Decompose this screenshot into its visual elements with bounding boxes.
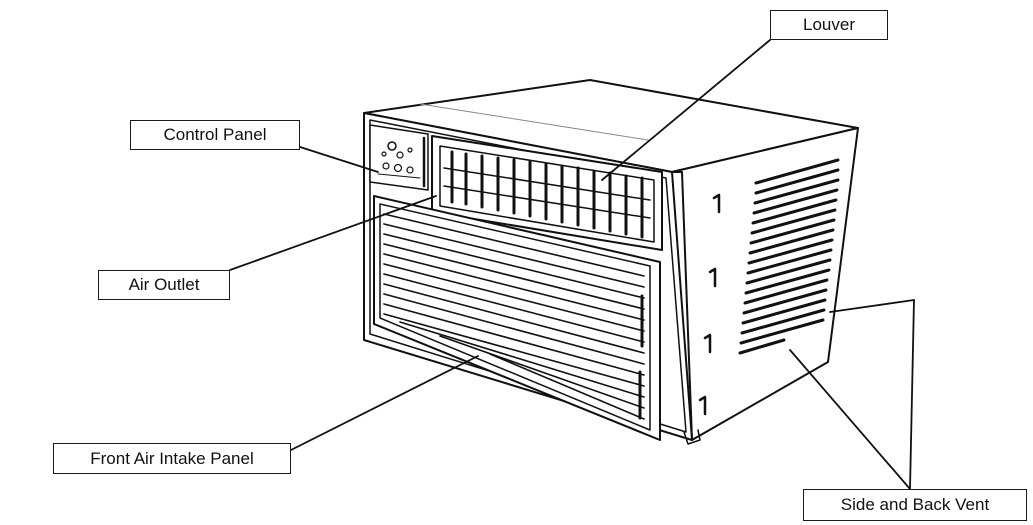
- front-intake-grille-drawing: [373, 195, 661, 441]
- air-outlet-label: Air Outlet: [98, 270, 230, 300]
- control-panel-label: Control Panel: [130, 120, 300, 150]
- louver-label: Louver: [770, 10, 888, 40]
- unit-side-face: [671, 127, 859, 441]
- louver-drawing: [431, 135, 663, 251]
- side-brackets-drawing: [698, 193, 721, 416]
- control-panel-drawing: [369, 124, 429, 191]
- leader-lines: [229, 39, 915, 490]
- front-air-intake-panel-label: Front Air Intake Panel: [53, 443, 291, 474]
- side-vent-drawing: [738, 158, 840, 355]
- side-and-back-vent-label: Side and Back Vent: [803, 489, 1027, 521]
